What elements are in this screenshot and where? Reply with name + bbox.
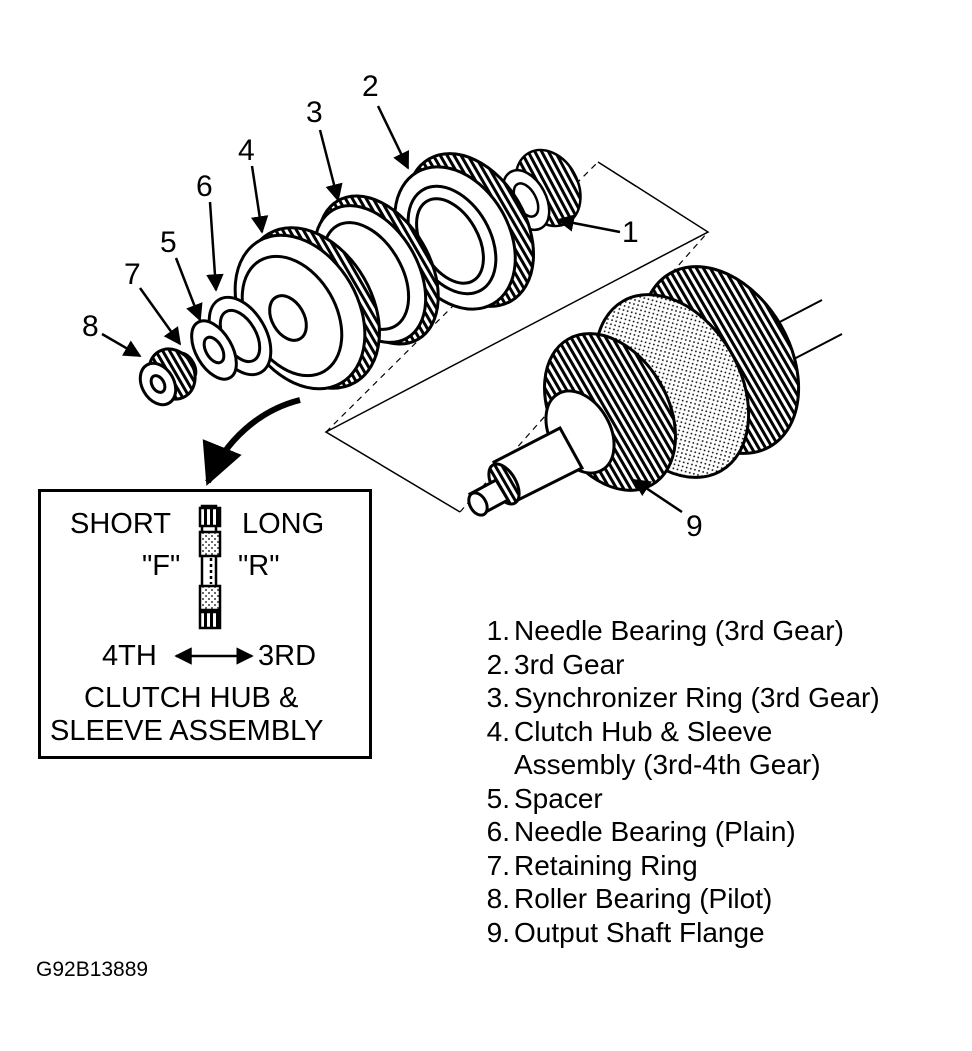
parts-legend: 1.Needle Bearing (3rd Gear) 2.3rd Gear 3…: [470, 614, 880, 949]
legend-number: 1.: [486, 615, 510, 646]
legend-item: 5.Spacer: [470, 782, 880, 816]
legend-text: Synchronizer Ring (3rd Gear): [514, 682, 880, 713]
leader-5: [174, 257, 203, 322]
legend-number: 8.: [486, 883, 510, 914]
callout-7: 7: [124, 258, 141, 291]
leader-6: [206, 201, 224, 292]
legend-number: 3.: [486, 682, 510, 713]
inset-pointer-arrow: [202, 397, 301, 486]
leader-lines: [101, 105, 683, 514]
legend-text: Output Shaft Flange: [514, 916, 765, 948]
legend-number: 9.: [486, 916, 510, 948]
inset-4th-label: 4TH: [102, 640, 157, 672]
legend-number: [470, 748, 510, 782]
clutch-hub-inset: [38, 489, 372, 759]
legend-number: 2.: [486, 648, 510, 680]
output-shaft-flange: [467, 265, 843, 517]
legend-item: Assembly (3rd-4th Gear): [470, 748, 880, 782]
inset-long-label: LONG: [242, 508, 325, 540]
leader-9: [632, 478, 683, 514]
leader-8: [101, 332, 142, 358]
callout-6: 6: [196, 170, 213, 203]
legend-text: Retaining Ring: [514, 849, 698, 881]
legend-item: 6.Needle Bearing (Plain): [470, 815, 880, 849]
third-gear: [393, 152, 536, 311]
legend-item: 1.Needle Bearing (3rd Gear): [470, 614, 880, 648]
legend-item: 7.Retaining Ring: [470, 849, 880, 883]
callout-3: 3: [306, 96, 323, 129]
inset-title-line1: CLUTCH HUB &: [84, 682, 299, 714]
inset-short-label: SHORT: [70, 508, 171, 540]
callout-8: 8: [82, 310, 99, 343]
legend-item: 3.Synchronizer Ring (3rd Gear): [470, 681, 880, 715]
legend-text: 3rd Gear: [514, 648, 625, 680]
inset-3rd-label: 3RD: [258, 640, 317, 672]
inset-f-label: "F": [142, 550, 181, 582]
leader-1: [556, 214, 621, 234]
legend-number: 5.: [486, 782, 510, 814]
roller-bearing-pilot: [138, 347, 197, 407]
legend-text: Needle Bearing (3rd Gear): [514, 615, 844, 646]
spacer: [190, 319, 238, 381]
callout-1: 1: [622, 216, 639, 249]
figure-id: G92B13889: [36, 958, 149, 981]
legend-item: 4.Clutch Hub & Sleeve: [470, 715, 880, 749]
callout-2: 2: [362, 70, 379, 103]
legend-item: 8.Roller Bearing (Pilot): [470, 882, 880, 916]
legend-text: Needle Bearing (Plain): [514, 816, 796, 847]
legend-number: 4.: [486, 715, 510, 747]
leader-4: [250, 165, 269, 234]
legend-number: 6.: [486, 816, 510, 847]
callout-5: 5: [160, 226, 177, 259]
legend-item: 2.3rd Gear: [470, 648, 880, 682]
callout-4: 4: [238, 134, 255, 167]
inset-r-label: "R": [238, 550, 280, 582]
inset-title-line2: SLEEVE ASSEMBLY: [50, 715, 324, 747]
legend-number: 7.: [486, 849, 510, 881]
legend-text: Clutch Hub & Sleeve: [514, 715, 773, 747]
leader-3: [318, 129, 343, 202]
callout-9: 9: [686, 510, 703, 543]
clutch-hub-section: [198, 504, 222, 630]
alignment-plane-upper: [324, 161, 710, 513]
leader-7: [138, 287, 182, 346]
legend-text: Spacer: [514, 782, 603, 814]
leader-2: [376, 105, 410, 170]
legend-text: Roller Bearing (Pilot): [514, 883, 773, 914]
legend-item: 9.Output Shaft Flange: [470, 916, 880, 950]
legend-text: Assembly (3rd-4th Gear): [514, 749, 821, 780]
